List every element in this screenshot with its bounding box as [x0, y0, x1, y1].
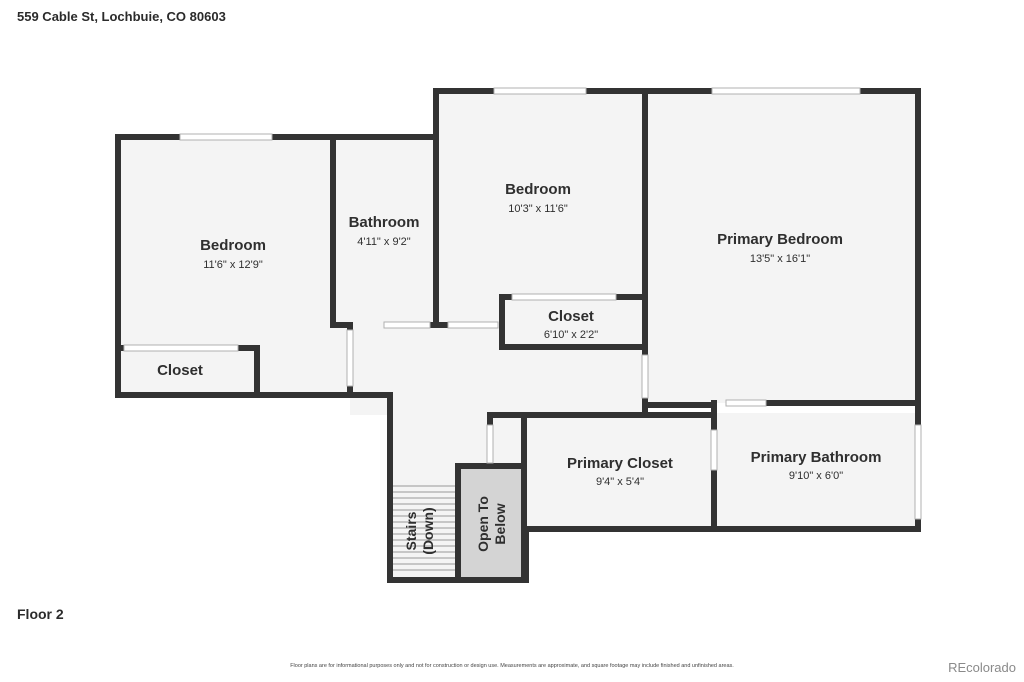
door-opening: [710, 429, 718, 471]
window: [179, 133, 273, 141]
door-opening: [383, 321, 431, 329]
stairs-label: (Down): [420, 507, 436, 554]
room-dims: 10'3" x 11'6": [508, 203, 568, 215]
room-dims: 13'5" x 16'1": [750, 253, 810, 265]
stairs-treads: [390, 485, 456, 571]
brand-logo: REcolorado: [948, 660, 1016, 675]
floor-fill: [118, 91, 920, 580]
window: [711, 87, 861, 95]
room-name: Bedroom: [505, 181, 571, 198]
door-opening: [511, 293, 617, 301]
room-name: Closet: [157, 362, 203, 379]
room-name: Bedroom: [200, 237, 266, 254]
window: [914, 424, 922, 520]
room-dims: 11'6" x 12'9": [203, 259, 263, 271]
door-opening: [346, 329, 354, 387]
floor-label: Floor 2: [17, 606, 64, 622]
window: [493, 87, 587, 95]
open-to-below-label: Below: [492, 503, 508, 544]
room-dims: 9'10" x 6'0": [789, 470, 843, 482]
door-opening: [447, 321, 499, 329]
openings: [123, 87, 922, 520]
open-to-below-area: [459, 466, 523, 579]
room-dims: 9'4" x 5'4": [596, 476, 644, 488]
room-name: Primary Bedroom: [717, 231, 843, 248]
stairs-label: Stairs: [403, 511, 419, 550]
door-opening: [123, 344, 239, 352]
room-dims: 6'10" x 2'2": [544, 329, 598, 341]
room-name: Primary Bathroom: [751, 449, 882, 466]
room-name: Primary Closet: [567, 455, 673, 472]
room-name: Closet: [548, 308, 594, 325]
listing-address: 559 Cable St, Lochbuie, CO 80603: [17, 9, 226, 24]
door-opening: [725, 399, 767, 407]
disclaimer: Floor plans are for informational purpos…: [290, 663, 734, 669]
door-opening: [486, 424, 494, 464]
room-name: Bathroom: [349, 214, 420, 231]
open-to-below-label: Open To: [475, 496, 491, 552]
room-dims: 4'11" x 9'2": [357, 236, 410, 248]
door-opening: [641, 354, 649, 399]
